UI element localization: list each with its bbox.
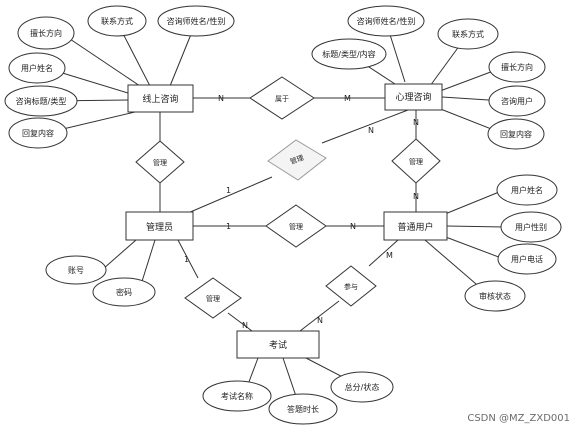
svg-text:用户性别: 用户性别 (515, 222, 547, 232)
svg-text:联系方式: 联系方式 (452, 29, 484, 39)
entity-online-consult-label: 线上咨询 (142, 93, 178, 105)
cardinality-exam-rel-exam: N (242, 321, 248, 330)
relation-manage-online-label: 管理 (153, 158, 167, 167)
entity-admin-label: 管理员 (146, 221, 173, 233)
relation-belongs-label: 属于 (275, 95, 289, 103)
relation-manage-online[interactable]: 管理 (135, 140, 185, 184)
attribute-online-direction: 擅长方向 (17, 16, 75, 50)
attribute-psych-direction: 擅长方向 (488, 51, 546, 83)
entity-user[interactable]: 普通用户 (383, 211, 448, 241)
cardinality-admin-user-rel: 1 (226, 222, 231, 231)
attribute-psych-contact: 联系方式 (437, 18, 499, 50)
svg-text:咨询用户: 咨询用户 (501, 96, 533, 106)
svg-text:擅长方向: 擅长方向 (501, 62, 533, 72)
svg-text:擅长方向: 擅长方向 (30, 28, 62, 38)
attribute-online-username: 用户姓名 (8, 52, 66, 84)
cardinality-manage-user: N (413, 192, 419, 201)
svg-text:用户电话: 用户电话 (511, 254, 543, 264)
entity-exam-label: 考试 (269, 339, 287, 351)
relation-manage-exam[interactable]: 管理 (184, 277, 242, 319)
attribute-exam-score: 总分/状态 (330, 371, 394, 403)
cardinality-participate-exam: N (317, 316, 323, 325)
attribute-psych-topic: 标题/类型/内容 (311, 38, 387, 70)
relation-manage-psych-label: 管理 (409, 157, 423, 166)
relation-belongs[interactable]: 属于 (249, 76, 315, 120)
attribute-exam-duration: 答题时长 (268, 393, 338, 425)
svg-text:回复内容: 回复内容 (500, 129, 532, 139)
svg-text:总分/状态: 总分/状态 (345, 382, 380, 392)
attribute-admin-account: 账号 (45, 255, 107, 285)
entity-user-label: 普通用户 (397, 221, 433, 233)
attribute-psych-reply: 回复内容 (487, 118, 545, 150)
attribute-online-reply: 回复内容 (8, 117, 68, 149)
cardinality-user-participate: M (386, 251, 393, 260)
svg-text:咨询标题/类型: 咨询标题/类型 (16, 96, 67, 106)
entity-psych-consult[interactable]: 心理咨询 (384, 83, 443, 111)
attribute-psych-counselor: 咨询师姓名/性别 (347, 5, 425, 37)
svg-text:标题/类型/内容: 标题/类型/内容 (322, 49, 375, 59)
relation-manage-user-label: 管理 (289, 222, 303, 231)
attribute-user-gender: 用户性别 (500, 211, 562, 243)
cardinality-user-rel-user: N (350, 222, 356, 231)
relation-manage-exam-label: 管理 (206, 294, 220, 303)
relation-manage-psych[interactable]: 管理 (391, 138, 441, 184)
svg-text:考试名称: 考试名称 (221, 391, 253, 401)
entity-exam[interactable]: 考试 (236, 330, 320, 359)
cardinality-diag-psych: N (368, 126, 374, 135)
svg-text:用户姓名: 用户姓名 (511, 185, 543, 195)
svg-text:咨询师姓名/性别: 咨询师姓名/性别 (167, 16, 226, 26)
svg-text:用户姓名: 用户姓名 (21, 63, 53, 73)
cardinality-labels: N M N N N 1 1 N 1 N M N (184, 94, 419, 330)
attribute-online-contact: 联系方式 (87, 5, 147, 37)
svg-text:答题时长: 答题时长 (287, 404, 319, 414)
svg-text:密码: 密码 (116, 287, 132, 297)
attribute-online-topic: 咨询标题/类型 (4, 85, 78, 117)
relation-participate-label: 参与 (344, 282, 358, 291)
cardinality-psych-manage: N (413, 118, 419, 127)
entity-admin[interactable]: 管理员 (125, 211, 194, 241)
cardinality-admin-exam-rel: 1 (184, 255, 189, 264)
attribute-user-status: 审核状态 (464, 280, 526, 312)
attribute-exam-name: 考试名称 (202, 380, 272, 412)
svg-text:账号: 账号 (68, 266, 84, 275)
cardinality-belongs-psych: M (344, 94, 351, 103)
cardinality-online-belongs: N (218, 94, 224, 103)
svg-text:联系方式: 联系方式 (101, 16, 133, 26)
svg-text:回复内容: 回复内容 (22, 128, 54, 138)
relation-manage-user[interactable]: 管理 (265, 204, 327, 248)
watermark: CSDN @MZ_ZXD001 (467, 413, 570, 424)
attribute-user-phone: 用户电话 (497, 243, 557, 275)
attribute-user-name: 用户姓名 (496, 174, 558, 206)
svg-text:咨询师姓名/性别: 咨询师姓名/性别 (357, 16, 416, 26)
entity-psych-consult-label: 心理咨询 (395, 91, 431, 103)
relation-participate[interactable]: 参与 (325, 265, 377, 307)
cardinality-admin-diag: 1 (226, 186, 231, 195)
relation-manage-diag[interactable]: 管理 (267, 139, 327, 181)
attribute-psych-user: 咨询用户 (488, 85, 546, 117)
svg-text:审核状态: 审核状态 (479, 291, 511, 301)
attribute-online-counselor: 咨询师姓名/性别 (157, 5, 235, 37)
attribute-admin-password: 密码 (92, 277, 156, 307)
entity-online-consult[interactable]: 线上咨询 (127, 84, 194, 113)
